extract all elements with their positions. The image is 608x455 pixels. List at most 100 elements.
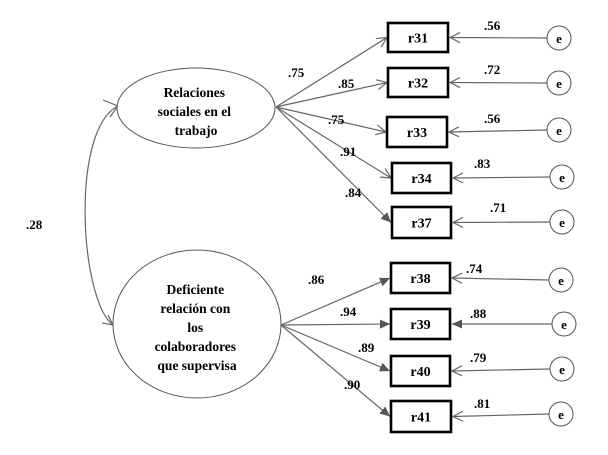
indicator-r40: r40 <box>389 354 452 388</box>
indicator-r37: r37 <box>390 205 453 240</box>
error-label: e <box>559 362 565 377</box>
loading-value-r33: .75 <box>328 112 345 127</box>
indicator-r33: r33 <box>385 115 449 149</box>
indicator-box <box>389 307 452 341</box>
error-value-r40: .79 <box>470 350 487 365</box>
indicator-label: r39 <box>410 318 430 333</box>
loading-value-r34: .91 <box>340 144 356 159</box>
error-circle <box>551 311 577 337</box>
paths-layer: .75 .56 .85 .72 .75 .56 .91 .83 .84 .71 .86 .74 .94.… <box>275 18 552 417</box>
error-value-r32: .72 <box>484 62 500 77</box>
indicator-label: r41 <box>411 411 431 426</box>
error-circle <box>546 117 572 143</box>
indicator-label: r34 <box>411 172 431 187</box>
indicator-box <box>389 261 452 295</box>
error-term-r41: e <box>548 401 574 427</box>
error-circle <box>548 401 574 427</box>
latent-label: Deficiente relación con los colaboradore… <box>155 282 240 373</box>
error-path-r34 <box>453 177 551 178</box>
indicator-label: r33 <box>407 126 427 141</box>
loading-value-r37: .84 <box>345 185 362 200</box>
indicator-r32: r32 <box>386 66 450 99</box>
latent-ellipse <box>116 67 276 149</box>
error-label: e <box>558 273 564 288</box>
error-term-r38: e <box>548 267 574 293</box>
error-circle <box>548 267 574 293</box>
indicator-label: r40 <box>410 365 430 380</box>
loading-value-r40: .89 <box>358 340 375 355</box>
indicator-label: r31 <box>408 32 428 47</box>
error-label: e <box>559 215 565 230</box>
covariance-arrowhead-top <box>102 99 119 118</box>
error-value-r38: .74 <box>466 261 483 276</box>
error-circle <box>549 209 575 235</box>
error-term-r39: e <box>551 311 577 337</box>
loading-path-r34 <box>275 106 391 178</box>
loading-path-r32 <box>275 83 387 108</box>
loading-value-r31: .75 <box>288 65 305 80</box>
error-circle <box>546 25 572 51</box>
error-circle <box>549 164 575 190</box>
indicator-r34: r34 <box>390 161 453 195</box>
error-label: e <box>556 31 562 46</box>
error-path-r38 <box>452 278 550 280</box>
loading-path-r37 <box>275 106 392 223</box>
error-term-r32: e <box>546 70 572 96</box>
error-value-r31: .56 <box>484 18 501 33</box>
error-path-r37 <box>453 222 551 223</box>
loading-path-r39 <box>280 319 391 329</box>
error-term-r34: e <box>549 164 575 190</box>
indicator-r31: r31 <box>386 21 450 54</box>
indicator-r39: r39 <box>389 307 452 341</box>
indicator-label: r32 <box>408 77 428 92</box>
error-path-r31 <box>450 38 548 39</box>
loading-path-r41 <box>280 324 391 417</box>
error-path-r41 <box>453 414 550 417</box>
indicator-box <box>386 21 450 54</box>
error-label: e <box>556 76 562 91</box>
loading-value-r41: .90 <box>344 377 360 392</box>
latent-ellipse <box>112 249 282 399</box>
error-term-r37: e <box>549 209 575 235</box>
indicator-box <box>385 115 449 149</box>
indicator-box <box>386 66 450 99</box>
error-value-r34: .83 <box>474 156 491 171</box>
indicator-box <box>390 205 453 240</box>
latent-factor-deficiente-relacion: Deficiente relación con los colaboradore… <box>112 249 282 399</box>
error-term-r31: e <box>546 25 572 51</box>
indicator-box <box>389 354 452 388</box>
error-value-r39: .88 <box>470 306 487 321</box>
loading-path-r40 <box>280 324 391 372</box>
error-value-r41: .81 <box>474 396 490 411</box>
indicator-box <box>390 161 453 195</box>
indicator-r41: r41 <box>389 399 453 434</box>
error-label: e <box>559 170 565 185</box>
latent-label: Relaciones sociales en el trabajo <box>158 85 235 138</box>
loading-path-r38 <box>280 277 391 326</box>
error-term-r40: e <box>549 356 575 382</box>
loading-value-r39: .94 <box>340 304 357 319</box>
indicator-label: r37 <box>411 217 431 232</box>
loading-value-r38: .86 <box>308 272 325 287</box>
error-path-r32 <box>450 83 548 84</box>
error-term-r33: e <box>546 117 572 143</box>
error-circle <box>549 356 575 382</box>
latent-factor-relaciones-sociales: Relaciones sociales en el trabajo <box>116 67 276 149</box>
error-label: e <box>556 123 562 138</box>
error-value-r33: .56 <box>484 111 501 126</box>
error-circle <box>546 70 572 96</box>
loading-path-r31 <box>275 38 387 108</box>
indicator-r38: r38 <box>389 261 452 295</box>
error-value-r37: .71 <box>490 200 506 215</box>
loading-value-r32: .85 <box>338 76 355 91</box>
error-label: e <box>561 317 567 332</box>
loading-path-r33 <box>275 106 386 132</box>
factor-covariance-arrow <box>84 105 119 325</box>
indicator-box <box>389 399 453 434</box>
nodes-layer: r31 e r32 e r33 e r34 e r37 e r38 e r39 e r40 e r41 e <box>385 21 577 434</box>
factor-correlation-label: .28 <box>26 217 43 232</box>
error-path-r33 <box>449 130 548 132</box>
error-label: e <box>558 407 564 422</box>
error-path-r40 <box>452 369 551 371</box>
